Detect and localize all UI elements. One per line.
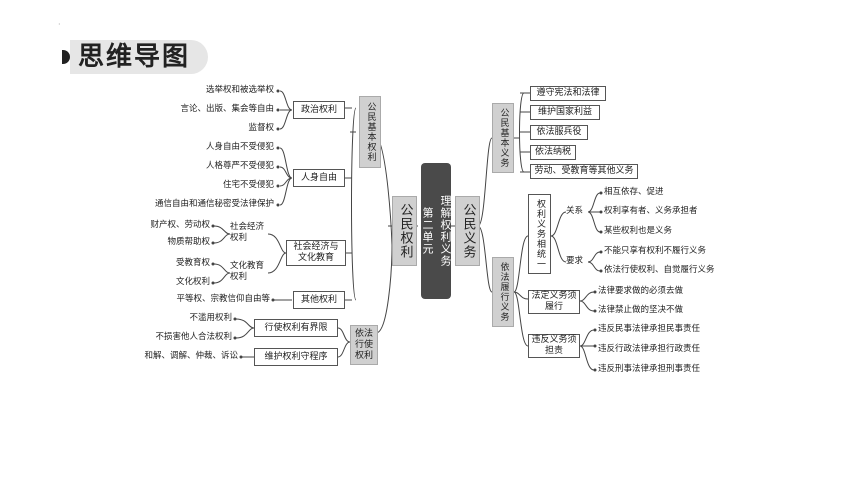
node-duty-1: 遵守宪法和法律 <box>530 86 606 101</box>
leaf-politics-2: 言论、出版、集会等自由 <box>180 104 274 114</box>
node-legal-duties: 法定义务须履行 <box>528 290 580 314</box>
leaf-legal-2: 法律禁止做的坚决不做 <box>598 305 684 315</box>
node-other-rights: 其他权利 <box>293 291 345 309</box>
leaf-violate-1: 违反民事法律承担民事责任 <box>598 324 701 334</box>
center-node: 第二单元 理解权利义务 <box>421 163 452 299</box>
leaf-require-1: 不能只享有权利不履行义务 <box>604 246 707 256</box>
center-topic: 理解权利义务 <box>439 195 452 267</box>
node-basic-rights: 公民基本权利 <box>359 96 381 168</box>
center-unit: 第二单元 <box>421 207 434 255</box>
node-rights-limits: 行使权利有界限 <box>254 319 338 337</box>
violate-duties-label: 违反义务须担责 <box>531 335 577 356</box>
leaf-relation-3: 某些权利也是义务 <box>604 226 673 236</box>
node-culture-rights: 文化教育权利 <box>230 261 265 282</box>
node-perform-duties: 依法履行义务 <box>492 257 514 327</box>
leaf-relation-1: 相互依存、促进 <box>604 187 664 197</box>
leaf-culture-1: 受教育权 <box>175 258 210 268</box>
leaf-limits-2: 不损害他人合法权利 <box>155 332 232 342</box>
node-citizen-duties: 公民义务 <box>455 196 480 266</box>
node-relation: 关系 <box>566 206 584 216</box>
node-basic-duties: 公民基本义务 <box>492 103 514 173</box>
node-rights-duties-unity: 权利义务相统一 <box>528 194 551 274</box>
node-econ-rights: 社会经济权利 <box>230 222 265 243</box>
node-duty-4: 依法纳税 <box>530 145 576 160</box>
leaf-culture-2: 文化权利 <box>175 277 210 287</box>
perform-duties-label: 依法履行义务 <box>498 262 509 322</box>
node-duty-3: 依法服兵役 <box>530 125 588 140</box>
page-title: 思维导图 <box>78 42 191 72</box>
node-exercise-rights: 依法行使权利 <box>350 325 378 365</box>
node-citizen-rights: 公民权利 <box>392 196 417 266</box>
legal-duties-label: 法定义务须履行 <box>531 291 577 312</box>
basic-rights-label: 公民基本权利 <box>365 102 376 162</box>
leaf-procedure-1: 和解、调解、仲裁、诉讼 <box>144 351 238 361</box>
leaf-personal-3: 住宅不受侵犯 <box>222 180 274 190</box>
title-bullet <box>62 50 70 64</box>
leaf-personal-1: 人身自由不受侵犯 <box>205 142 274 152</box>
leaf-personal-4: 通信自由和通信秘密受法律保护 <box>154 199 274 209</box>
node-rights-procedure: 维护权利守程序 <box>254 348 338 366</box>
leaf-relation-2: 权利享有者、义务承担者 <box>604 206 698 216</box>
leaf-legal-1: 法律要求做的必须去做 <box>598 286 684 296</box>
node-socio-rights: 社会经济与文化教育 <box>286 240 346 266</box>
node-require: 要求 <box>566 256 584 266</box>
leaf-econ-1: 财产权、劳动权 <box>150 220 210 230</box>
citizen-duties-label: 公民义务 <box>460 203 476 259</box>
leaf-econ-2: 物质帮助权 <box>167 237 210 247</box>
leaf-personal-2: 人格尊严不受侵犯 <box>205 161 274 171</box>
leaf-limits-1: 不滥用权利 <box>189 313 232 323</box>
leaf-violate-2: 违反行政法律承担行政责任 <box>598 344 701 354</box>
exercise-rights-label: 依法行使权利 <box>354 328 373 361</box>
corner-mark: · <box>58 20 61 29</box>
socio-rights-label: 社会经济与文化教育 <box>293 242 339 263</box>
unity-label: 权利义务相统一 <box>535 199 545 269</box>
basic-duties-label: 公民基本义务 <box>498 108 509 168</box>
node-duty-2: 维护国家利益 <box>530 105 600 120</box>
node-political-rights: 政治权利 <box>293 101 345 119</box>
leaf-require-2: 依法行使权利、自觉履行义务 <box>604 265 715 275</box>
node-violate-duties: 违反义务须担责 <box>528 334 580 358</box>
leaf-politics-1: 选举权和被选举权 <box>205 85 274 95</box>
node-duty-5: 劳动、受教育等其他义务 <box>530 164 638 179</box>
leaf-violate-3: 违反刑事法律承担刑事责任 <box>598 364 701 374</box>
citizen-rights-label: 公民权利 <box>397 203 413 259</box>
node-personal-freedom: 人身自由 <box>293 169 345 187</box>
leaf-politics-3: 监督权 <box>248 123 274 133</box>
title-banner <box>70 40 208 74</box>
leaf-other-1: 平等权、宗教信仰自由等 <box>176 294 270 304</box>
